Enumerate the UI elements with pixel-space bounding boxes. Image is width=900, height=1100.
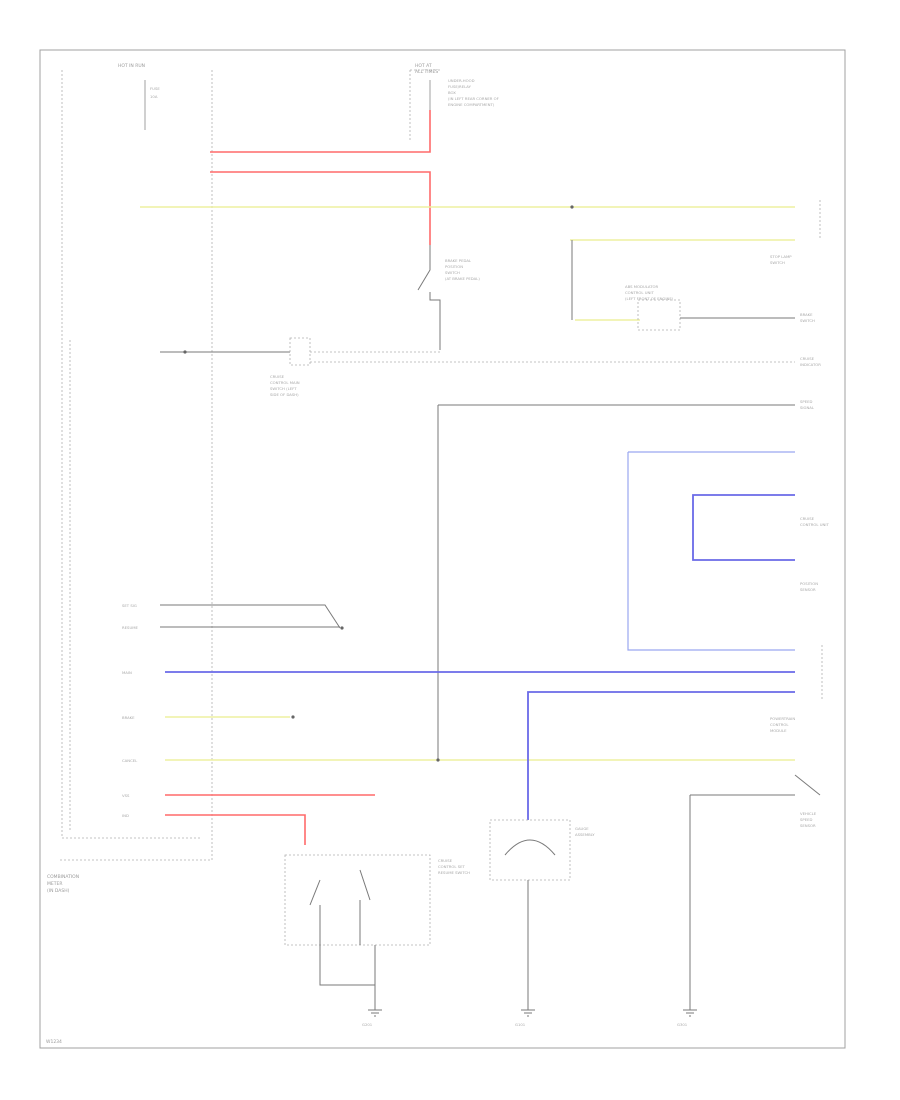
label-brake-switch-1: BRAKE PEDAL <box>445 258 472 263</box>
label-stop-lamp-1: STOP LAMP <box>770 254 792 259</box>
label-fuse-amps: 10A <box>150 94 158 99</box>
gauge-arc <box>504 839 556 856</box>
ground-symbol-3 <box>683 1009 697 1017</box>
light-blue-wire <box>627 451 795 651</box>
label-hot-in-run: HOT IN RUN <box>118 63 145 69</box>
label-speed-sensor-2: SPEED <box>800 817 812 822</box>
label-right-4a: CRUISE <box>800 516 815 521</box>
left-meter-vertical <box>60 70 213 861</box>
pin-resume: RESUME <box>122 625 139 630</box>
label-all-times: ALL TIMES <box>415 69 438 75</box>
cruise-main-switch <box>289 337 311 366</box>
blue-wire-speed <box>527 691 795 820</box>
gauge-assembly <box>489 819 571 881</box>
label-gauge-2: ASSEMBLY <box>575 832 595 837</box>
junction-dot-3 <box>436 758 440 762</box>
steering-ground-left <box>319 945 375 986</box>
label-ecm-3: MODULE <box>770 728 787 733</box>
ground-label-2: G101 <box>515 1022 526 1027</box>
label-cruise-main-4: SIDE OF DASH) <box>270 392 299 397</box>
label-fusebox-3: BOX <box>448 90 456 95</box>
ground-label-1: G201 <box>362 1022 373 1027</box>
label-fusebox-4: (IN LEFT REAR CORNER OF <box>448 96 499 101</box>
label-gauge-1: GAUGE <box>575 826 589 831</box>
brake-pedal-switch <box>417 245 441 350</box>
junction-dot-5 <box>291 715 295 719</box>
label-abs-1: ABS MODULATOR <box>625 284 659 289</box>
label-cruise-main-2: CONTROL MAIN <box>270 380 300 385</box>
label-cruise-main-1: CRUISE <box>270 374 285 379</box>
pin-vss: VSS <box>122 793 130 798</box>
gray-trunk <box>437 404 795 760</box>
label-ecm-1: POWERTRAIN <box>770 716 795 721</box>
label-right-1b: SWITCH <box>800 318 815 323</box>
steering-inner-wire <box>309 869 371 945</box>
label-steering-1: CRUISE <box>438 858 453 863</box>
junction-dot-2 <box>183 350 187 354</box>
label-fusebox-2: FUSE/RELAY <box>448 84 472 89</box>
ground-label-3: G301 <box>677 1022 688 1027</box>
blue-loop-wire <box>692 494 795 561</box>
label-fusebox-1: UNDER-HOOD <box>448 78 475 83</box>
abs-modulator-box <box>637 299 681 331</box>
red-wire-2 <box>210 171 431 245</box>
label-speed-sensor-3: SENSOR <box>800 823 816 828</box>
label-left-bottom-2: METER <box>47 881 62 887</box>
top-fuse-box <box>409 69 440 140</box>
label-abs-3: (LEFT FRONT OF ENGINE) <box>625 296 674 301</box>
stop-switch-right <box>689 774 821 1010</box>
label-right-5a: POSITION <box>800 581 818 586</box>
diagram-frame <box>39 49 846 1049</box>
set-resume-wire-1 <box>160 604 341 629</box>
label-brake-switch-4: (AT BRAKE PEDAL) <box>445 276 480 281</box>
pin-brake: BRAKE <box>122 715 135 720</box>
label-fuse: FUSE <box>150 86 160 91</box>
label-right-4b: CONTROL UNIT <box>800 522 829 527</box>
label-abs-2: CONTROL UNIT <box>625 290 654 295</box>
red-wire-1 <box>210 110 431 153</box>
label-fusebox-5: ENGINE COMPARTMENT) <box>448 102 495 107</box>
label-right-2a: CRUISE <box>800 356 815 361</box>
label-speed-sensor-1: VEHICLE <box>800 811 817 816</box>
label-right-3a: SPEED <box>800 399 812 404</box>
combination-meter-box <box>61 70 200 839</box>
label-right-2b: INDICATOR <box>800 362 821 367</box>
steering-switch-box <box>284 854 431 946</box>
label-brake-switch-3: SWITCH <box>445 270 460 275</box>
junction-dot-1 <box>570 205 574 209</box>
pin-main: MAIN <box>122 670 132 675</box>
label-right-3b: SIGNAL <box>800 405 815 410</box>
pin-ind: IND <box>122 813 129 818</box>
red-wire-4 <box>165 814 306 845</box>
label-left-bottom-1: COMBINATION <box>47 874 79 880</box>
corner-code: W1234 <box>46 1039 62 1045</box>
label-brake-switch-2: POSITION <box>445 264 463 269</box>
label-cruise-main-3: SWITCH (LEFT <box>270 386 297 391</box>
label-right-1a: BRAKE <box>800 312 813 317</box>
label-steering-2: CONTROL SET <box>438 864 466 869</box>
label-hot-at: HOT AT <box>415 63 432 69</box>
pin-cancel: CANCEL <box>122 758 138 763</box>
ground-symbol-2 <box>521 1009 535 1017</box>
ground-symbol-1 <box>368 1009 382 1017</box>
label-right-5b: SENSOR <box>800 587 816 592</box>
label-ecm-2: CONTROL <box>770 722 789 727</box>
pin-set: SET SIG <box>122 603 137 608</box>
label-left-bottom-3: (IN DASH) <box>47 888 70 894</box>
label-steering-3: RESUME SWITCH <box>438 870 470 875</box>
label-stop-lamp-2: SWITCH <box>770 260 785 265</box>
junction-dot-4 <box>340 626 344 630</box>
